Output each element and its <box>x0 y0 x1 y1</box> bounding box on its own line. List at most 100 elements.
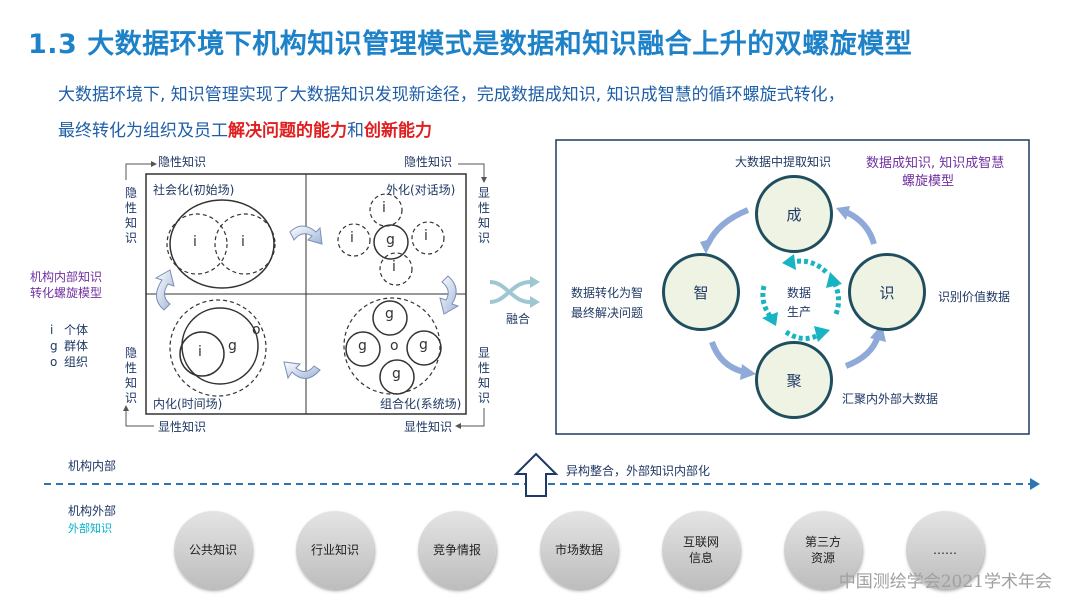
bottom-left-corner-arrow <box>123 405 154 427</box>
page-title: 1.3 大数据环境下机构知识管理模式是数据和知识融合上升的双螺旋模型 <box>28 29 913 60</box>
inside-organization-label: 机构内部 <box>68 459 117 473</box>
letter-i: i <box>193 234 197 250</box>
source-market-data: 市场数据 <box>540 511 618 589</box>
socialization-label: 社会化(初始场) <box>153 183 235 197</box>
teal-arrow-top-head <box>782 254 796 270</box>
subtitle-highlight-problem-solving: 解决问题的能力 <box>228 121 347 141</box>
letter-g: g <box>228 338 237 354</box>
teal-arrow-left-head <box>762 312 778 326</box>
top-right-corner-arrow <box>458 163 487 183</box>
subtitle-line1: 大数据环境下, 知识管理实现了大数据知识发现新途径，完成数据成知识, 知识成智慧… <box>58 85 845 105</box>
letter-i: i <box>241 234 245 250</box>
externalization-circle-left <box>337 223 371 257</box>
shuffle-icon-head-bottom <box>530 296 540 308</box>
label-cheng: 大数据中提取知识 <box>735 155 832 169</box>
upward-hollow-arrow <box>513 452 559 497</box>
subtitle-highlight-innovation: 创新能力 <box>364 121 432 141</box>
curl-arrow-right <box>439 275 460 315</box>
top-left-tacit-label: 隐性知识 <box>158 155 207 169</box>
externalization-circle-bottom <box>379 252 413 286</box>
combination-label: 组合化(系统场) <box>380 397 462 411</box>
combination-circle-right <box>406 330 442 366</box>
subtitle-conjunction: 和 <box>347 121 364 141</box>
shuffle-icon <box>489 280 531 304</box>
internalization-label: 内化(时间场) <box>153 397 223 411</box>
letter-o: o <box>390 338 399 354</box>
source-internet-info: 互联网信息 <box>662 511 740 589</box>
label-ju: 汇聚内外部大数据 <box>842 392 939 406</box>
fusion-label: 融合 <box>506 312 531 326</box>
seci-model-label-line2: 转化螺旋模型 <box>30 286 103 300</box>
bottom-right-explicit-label: 显性知识 <box>404 420 453 434</box>
letter-i: i <box>382 200 386 216</box>
dashed-line-arrowhead <box>1030 478 1040 490</box>
arrow-shi-to-cheng <box>844 209 877 245</box>
subtitle-line2: 最终转化为组织及员工解决问题的能力和创新能力 <box>58 116 432 141</box>
watermark: 中国测绘学会2021学术年会 <box>838 572 1052 592</box>
top-right-tacit-label: 隐性知识 <box>404 155 453 169</box>
socialization-circle-right <box>214 213 276 275</box>
seci-model-label-line1: 机构内部知识 <box>30 270 103 284</box>
top-left-corner-arrow <box>125 161 157 180</box>
letter-g: g <box>385 306 394 322</box>
curl-arrow-top <box>289 225 323 245</box>
external-knowledge-label: 外部知识 <box>68 522 112 535</box>
letter-o: o <box>252 322 261 338</box>
letter-g: g <box>392 366 401 382</box>
teal-arrow-left <box>760 285 773 318</box>
teal-arrow-bottom <box>784 329 822 341</box>
letter-g: g <box>419 337 428 353</box>
socialization-outer-ellipse <box>169 199 275 289</box>
internalization-inner-circle <box>179 331 225 377</box>
teal-arrow-bottom-head <box>814 326 830 342</box>
center-label-line2: 生产 <box>787 305 812 319</box>
combination-circle-left <box>345 331 381 367</box>
subtitle-prefix: 最终转化为组织及员工 <box>58 121 228 141</box>
outside-organization-label: 机构外部 <box>68 504 117 518</box>
externalization-circle-center <box>373 224 409 260</box>
arrow-shi-to-cheng-head <box>836 206 850 220</box>
label-shi: 识别价值数据 <box>938 290 1011 304</box>
letter-i: i <box>350 230 354 246</box>
curl-arrow-bottom <box>283 361 321 380</box>
source-public-knowledge: 公共知识 <box>174 511 252 589</box>
node-zhi: 智 <box>662 253 740 331</box>
externalization-circle-right <box>411 221 445 255</box>
letter-i: i <box>424 228 428 244</box>
curl-arrow-left <box>154 269 175 311</box>
cycle-title-line1: 数据成知识, 知识成智慧 <box>866 156 1005 171</box>
right-top-vertical-label: 显性知识 <box>477 186 490 245</box>
node-cheng: 成 <box>755 175 833 253</box>
node-cheng-label: 成 <box>786 205 802 224</box>
letter-g: g <box>386 232 395 248</box>
node-shi: 识 <box>848 253 926 331</box>
teal-arrow-top <box>791 258 828 274</box>
node-shi-label: 识 <box>879 283 895 302</box>
letter-i: i <box>392 259 396 275</box>
arrow-zhi-to-ju-head <box>740 364 756 380</box>
source-competitive-intelligence: 竞争情报 <box>418 511 496 589</box>
right-bottom-vertical-label: 显性知识 <box>477 346 490 405</box>
letter-g: g <box>358 338 367 354</box>
node-ju: 聚 <box>755 341 833 419</box>
label-zhi-line1: 数据转化为智 <box>571 286 644 300</box>
cycle-frame <box>555 139 1030 435</box>
integration-label: 异构整合，外部知识内部化 <box>566 464 711 478</box>
arrow-cheng-to-zhi-head <box>700 238 714 254</box>
combination-circle-top <box>372 300 408 336</box>
teal-arrow-right-head <box>826 272 842 288</box>
label-zhi-line2: 最终解决问题 <box>571 306 644 320</box>
combination-outer-circle <box>343 297 441 395</box>
bottom-right-corner-arrow <box>455 408 485 429</box>
left-bottom-vertical-label: 隐性知识 <box>124 346 137 405</box>
node-ju-label: 聚 <box>786 371 802 390</box>
source-third-party: 第三方资源 <box>784 511 862 589</box>
cycle-title-line2: 螺旋模型 <box>902 174 955 189</box>
